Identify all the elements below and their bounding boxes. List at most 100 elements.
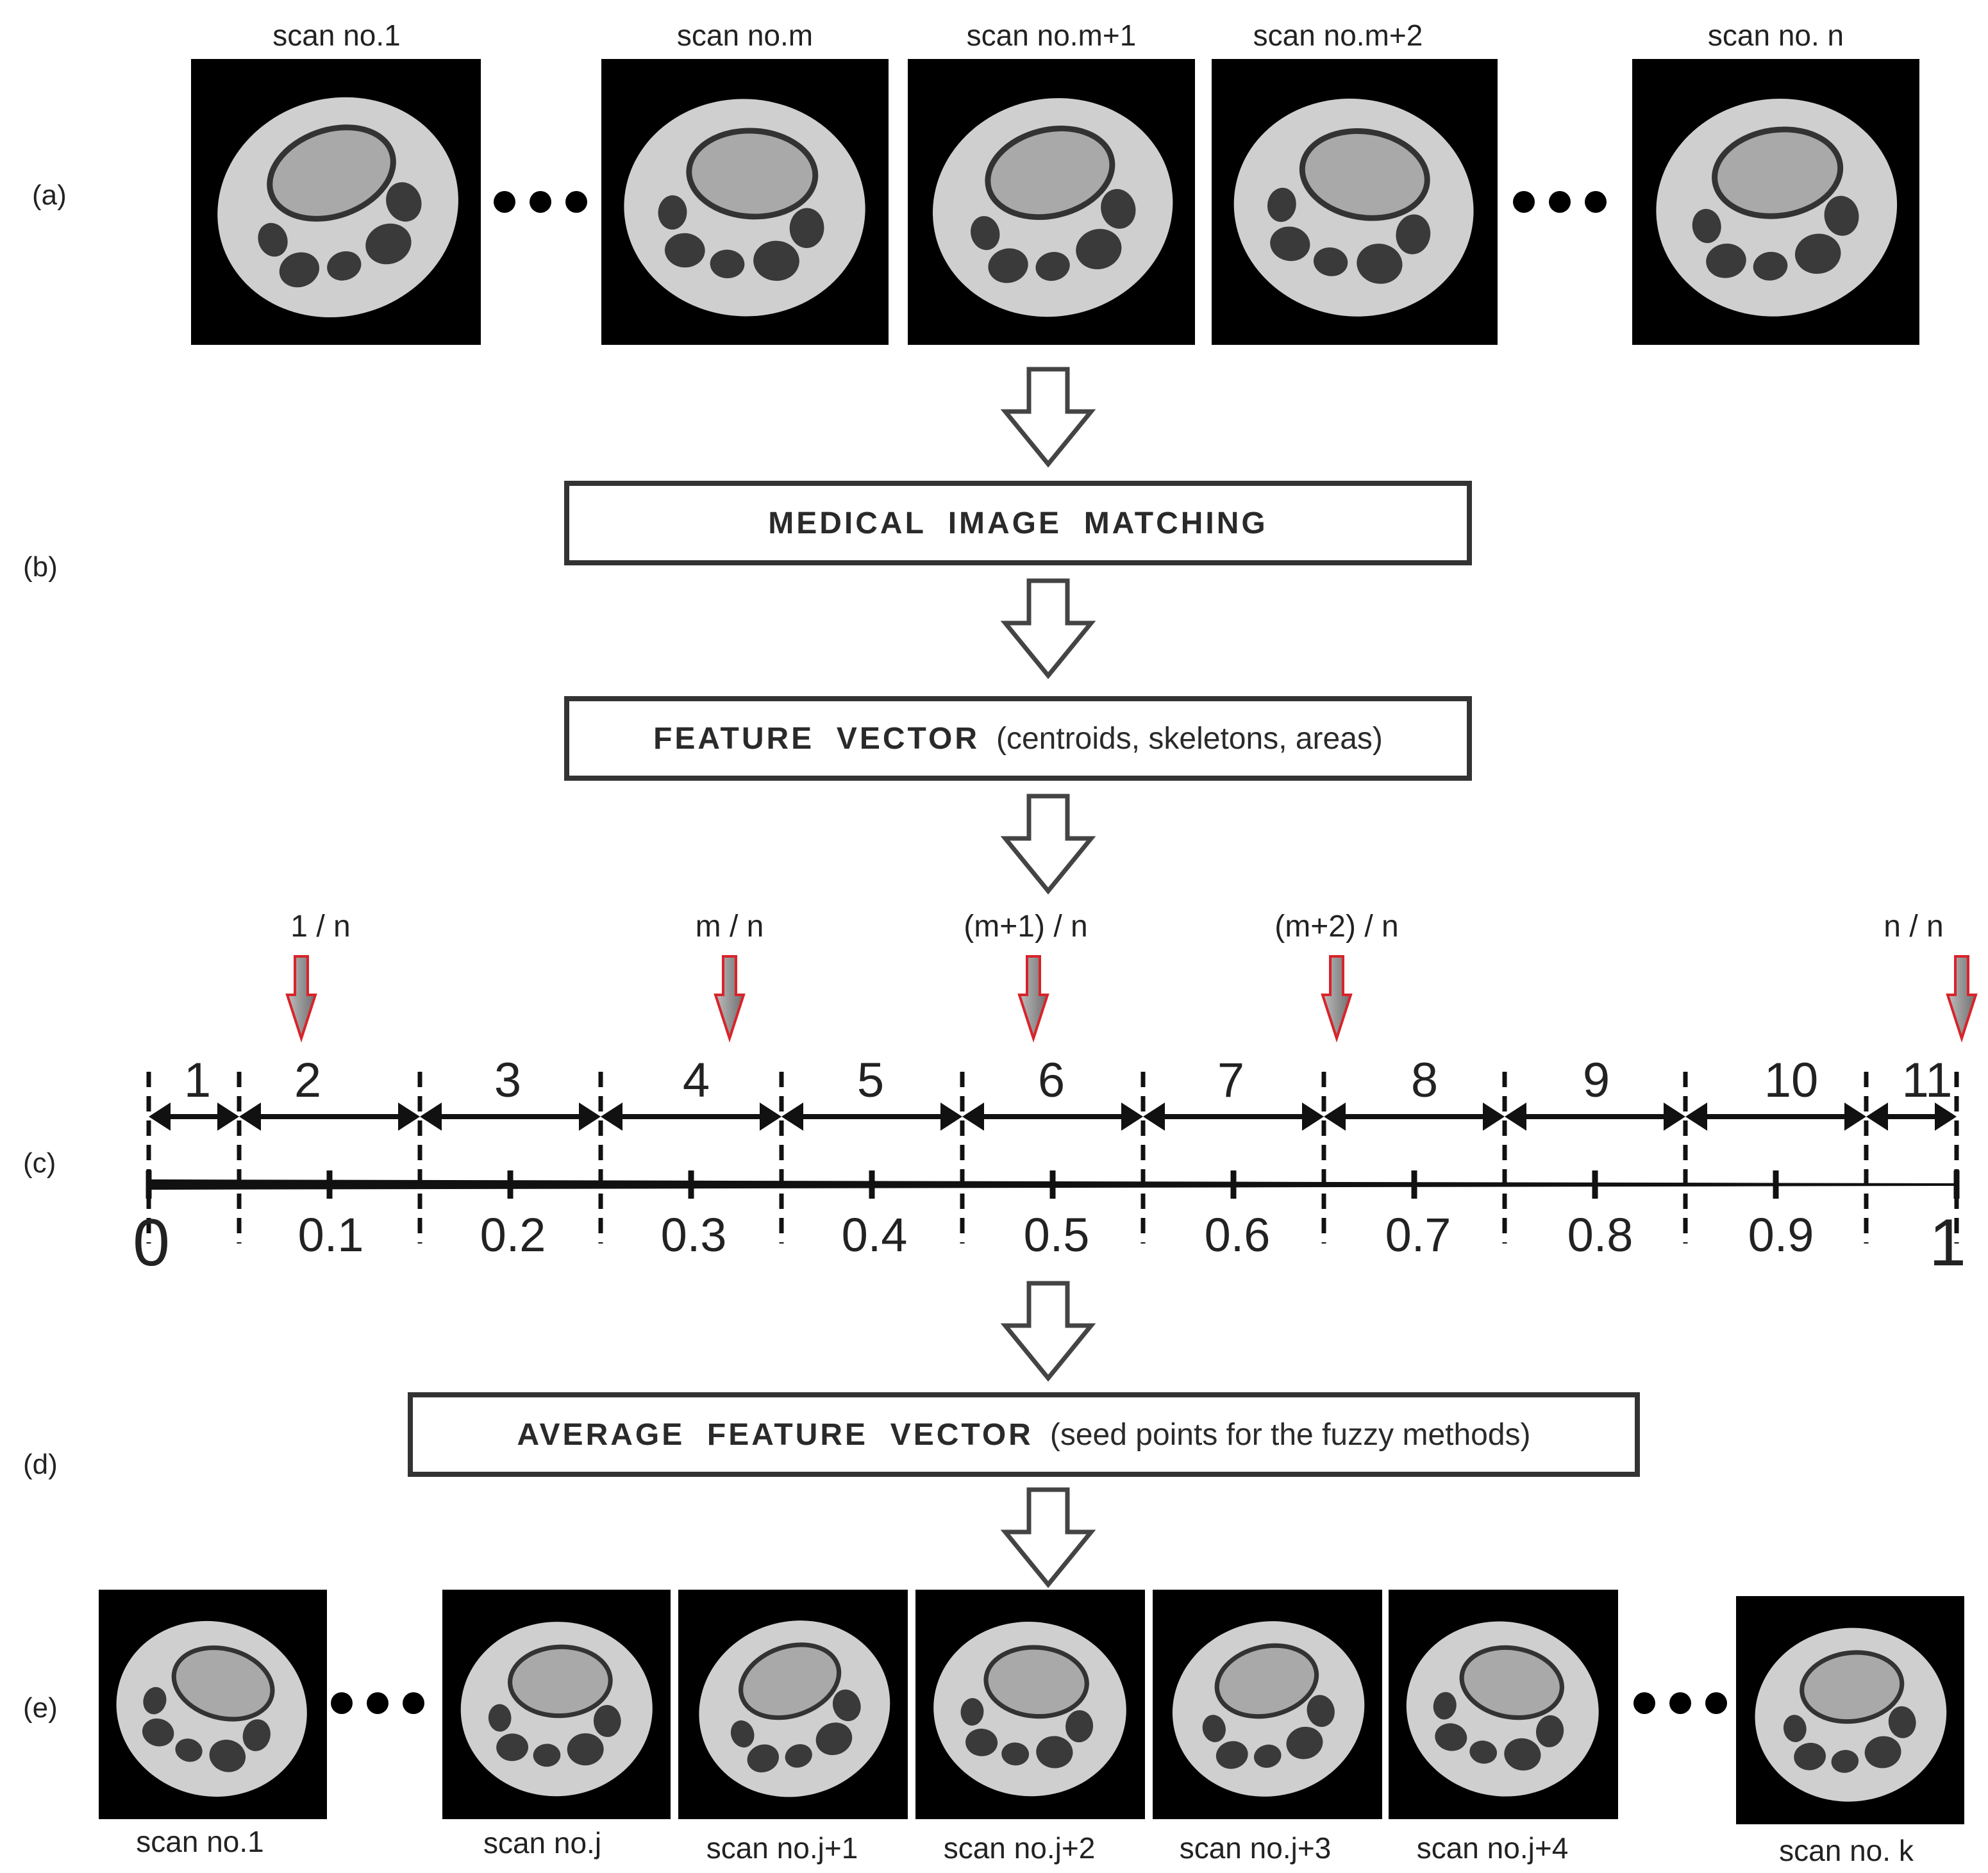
scale-label: 0.6	[1204, 1208, 1271, 1261]
interval-number: 5	[856, 1053, 885, 1108]
red-marker-arrow-icon	[1321, 955, 1353, 1043]
scan-caption: scan no.j+2	[943, 1831, 1096, 1865]
marker-label: m / n	[695, 910, 764, 944]
interval-number: 10	[1764, 1053, 1819, 1108]
box-subtitle: (seed points for the fuzzy methods)	[1049, 1417, 1531, 1452]
mri-scan-image	[601, 59, 889, 345]
scale-label: 0.1	[297, 1208, 364, 1261]
interval-number: 2	[294, 1053, 322, 1108]
interval-arrow-head	[217, 1103, 239, 1131]
down-arrow-icon	[1000, 794, 1096, 895]
marker-label: 1 / n	[290, 910, 351, 944]
scan-caption: scan no. n	[1707, 19, 1844, 52]
marker-label: (m+1) / n	[964, 910, 1088, 944]
scale-label: 0	[133, 1206, 170, 1280]
marker-label: (m+2) / n	[1274, 910, 1399, 944]
interval-arrow-head	[1866, 1103, 1888, 1131]
interval-number: 1	[183, 1053, 212, 1108]
average-feature-vector-box: AVERAGE FEATURE VECTOR (seed points for …	[408, 1392, 1640, 1477]
row-label-e: (e)	[23, 1692, 58, 1724]
scale-axis-line	[149, 1179, 1957, 1190]
scale-label: 0.5	[1023, 1208, 1090, 1261]
row-label-b: (b)	[23, 551, 58, 583]
scan-caption: scan no.j+3	[1179, 1831, 1332, 1865]
interval-number: 9	[1582, 1053, 1610, 1108]
interval-arrow-head	[760, 1103, 781, 1131]
red-marker-arrow-icon	[1946, 955, 1978, 1043]
scale-label: 0.3	[660, 1208, 727, 1261]
medical-image-matching-box: MEDICAL IMAGE MATCHING	[564, 481, 1472, 565]
scan-caption: scan no.m+2	[1253, 19, 1423, 52]
mri-scan-image	[915, 1590, 1145, 1819]
mri-scan-image	[908, 59, 1195, 345]
interval-arrow-head	[601, 1103, 622, 1131]
mri-scan-image	[1212, 59, 1498, 345]
interval-arrow-head	[1505, 1103, 1526, 1131]
down-arrow-icon	[1000, 367, 1096, 468]
ellipsis-dots-icon	[1633, 1692, 1727, 1714]
ellipsis-dots-icon	[494, 191, 587, 213]
interval-arrow-head	[1483, 1103, 1505, 1131]
interval-arrow-head	[962, 1103, 984, 1131]
interval-arrow-head	[398, 1103, 420, 1131]
scan-caption: scan no.1	[136, 1825, 264, 1858]
down-arrow-icon	[1000, 1487, 1096, 1588]
interval-arrow-head	[239, 1103, 261, 1131]
interval-arrow-head	[1685, 1103, 1707, 1131]
down-arrow-icon	[1000, 1281, 1096, 1382]
mri-scan-image	[442, 1590, 671, 1819]
feature-vector-box: FEATURE VECTOR (centroids, skeletons, ar…	[564, 696, 1472, 781]
row-label-d: (d)	[23, 1449, 58, 1480]
interval-number: 7	[1217, 1053, 1245, 1108]
interval-arrow-head	[940, 1103, 962, 1131]
ellipsis-dots-icon	[1513, 191, 1607, 213]
interval-arrow-head	[1121, 1103, 1143, 1131]
interval-number: 8	[1410, 1053, 1439, 1108]
scan-caption: scan no. k	[1779, 1834, 1914, 1867]
scan-caption: scan no.m+1	[966, 19, 1137, 52]
mri-scan-image	[1153, 1590, 1382, 1819]
interval-arrow-head	[1664, 1103, 1685, 1131]
row-label-c: (c)	[23, 1147, 56, 1179]
box-subtitle: (centroids, skeletons, areas)	[996, 721, 1383, 756]
mri-scan-image	[678, 1590, 908, 1819]
red-marker-arrow-icon	[285, 955, 317, 1043]
interval-number: 6	[1037, 1053, 1065, 1108]
red-marker-arrow-icon	[1017, 955, 1049, 1043]
ellipsis-dots-icon	[331, 1692, 424, 1714]
interval-arrow-head	[1844, 1103, 1866, 1131]
interval-arrow-head	[781, 1103, 803, 1131]
interval-arrow-head	[149, 1103, 171, 1131]
scan-caption: scan no.m	[676, 19, 814, 52]
mri-scan-image	[99, 1590, 327, 1819]
box-title: MEDICAL IMAGE MATCHING	[768, 506, 1268, 540]
interval-number: 11	[1901, 1053, 1953, 1108]
interval-arrow-head	[579, 1103, 601, 1131]
scale-label: 0.7	[1385, 1208, 1451, 1261]
interval-arrow-head	[1302, 1103, 1324, 1131]
red-marker-arrow-icon	[714, 955, 746, 1043]
interval-arrow-head	[1324, 1103, 1346, 1131]
scan-caption: scan no.1	[272, 19, 401, 52]
row-label-a: (a)	[32, 179, 67, 211]
mri-scan-image	[1736, 1596, 1964, 1824]
marker-label: n / n	[1884, 910, 1944, 944]
box-title: AVERAGE FEATURE VECTOR	[517, 1417, 1033, 1452]
scan-caption: scan no.j+4	[1416, 1831, 1569, 1865]
scale-label: 0.4	[841, 1208, 908, 1261]
scale-label: 1	[1929, 1206, 1966, 1280]
mri-scan-image	[191, 59, 481, 345]
box-title: FEATURE VECTOR	[653, 721, 980, 756]
scale-label: 0.2	[480, 1208, 546, 1261]
interval-number: 4	[682, 1053, 710, 1108]
down-arrow-icon	[1000, 578, 1096, 679]
interval-number: 3	[494, 1053, 522, 1108]
mri-scan-image	[1389, 1590, 1618, 1819]
scan-caption: scan no.j+1	[706, 1831, 858, 1865]
scale-label: 0.9	[1748, 1208, 1814, 1261]
scale-label: 0.8	[1567, 1208, 1633, 1261]
scan-caption: scan no.j	[483, 1826, 602, 1860]
mri-scan-image	[1632, 59, 1919, 345]
interval-arrow-head	[1143, 1103, 1165, 1131]
interval-arrow-head	[420, 1103, 442, 1131]
